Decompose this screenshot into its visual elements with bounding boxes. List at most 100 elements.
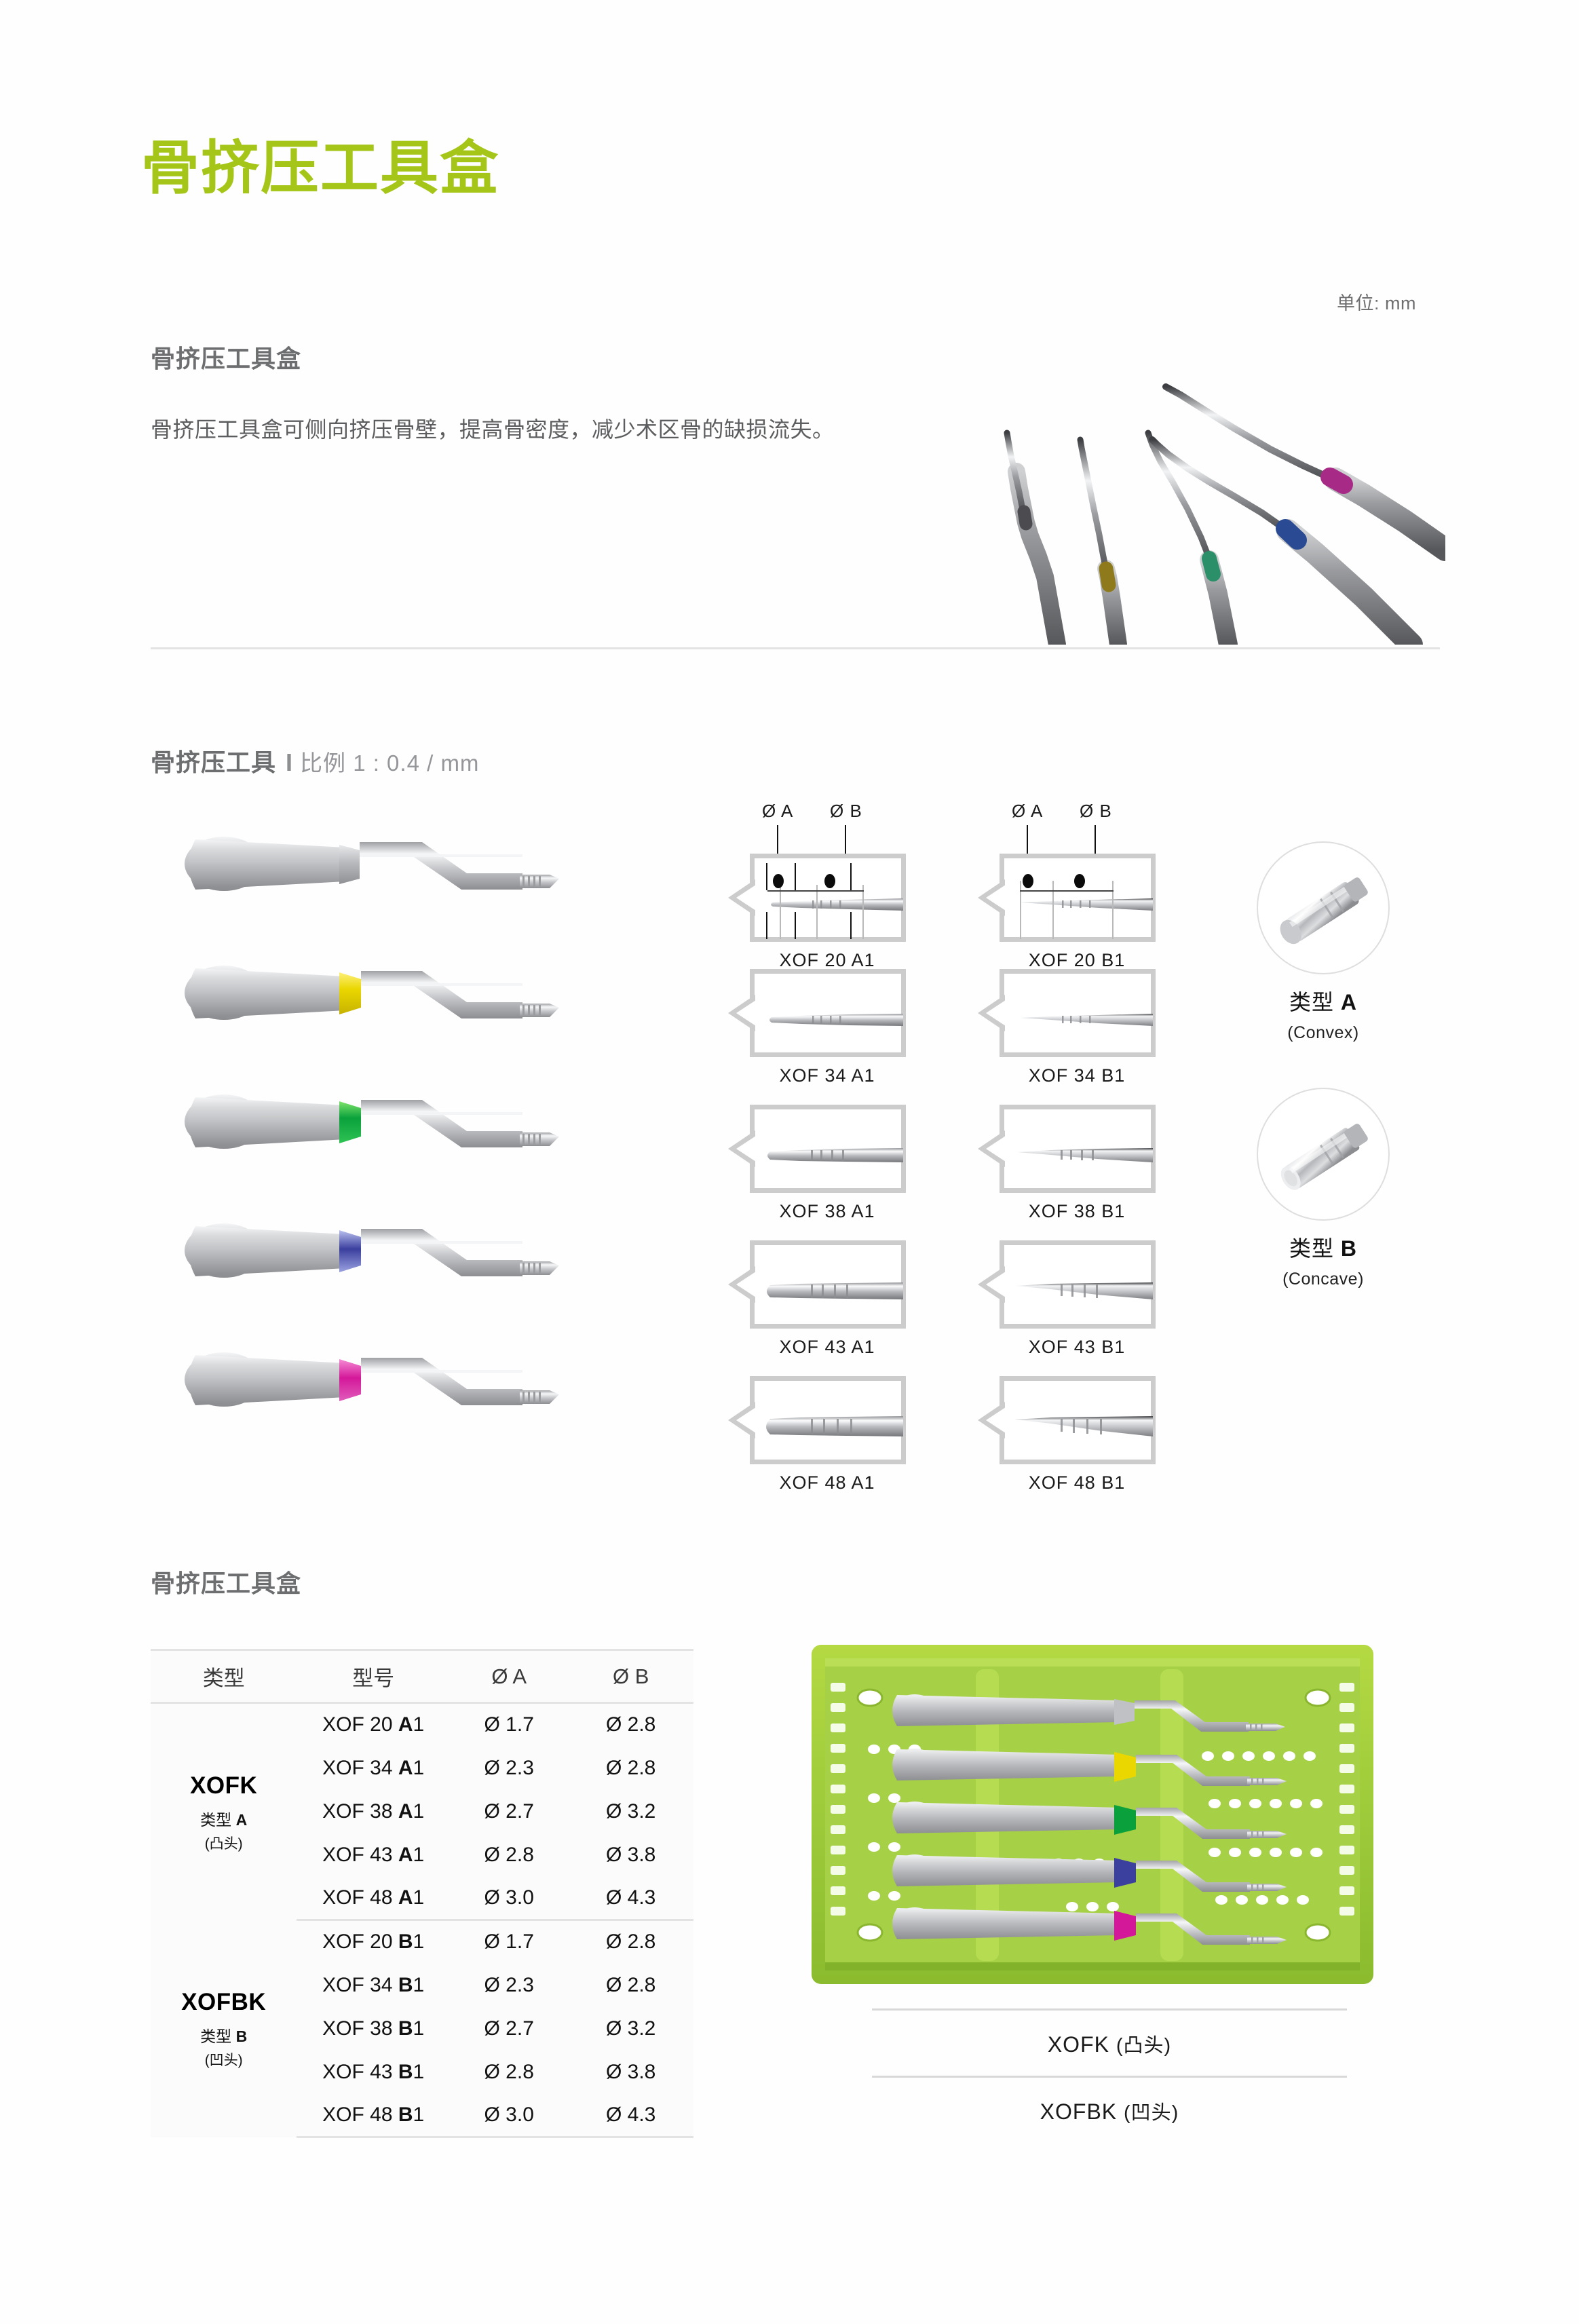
spec-table: 类型 型号 Ø A Ø B XOFK 类型 A (凸头) XOF 20 A1 Ø… [151,1649,693,2138]
cell-dia-a: Ø 2.8 [450,2050,569,2094]
cell-dia-b: Ø 2.8 [568,1963,693,2007]
diagram-label: XOF 48 B1 [1028,1472,1126,1493]
diagram-cell-a-3: XOF 43 A1 [728,1240,906,1358]
unit-label: 单位: mm [1337,293,1416,313]
th-model: 型号 [297,1649,451,1704]
cell-dia-b: Ø 3.8 [568,1833,693,1877]
tip-profile-a [771,898,903,911]
group-type-sub: (凸头) [204,1836,243,1852]
cell-dia-a: Ø 2.8 [450,1833,569,1877]
tip-callout-box [728,1240,906,1329]
type-a-letter: A [1340,990,1357,1014]
table-row: XOF 34 A1 Ø 2.3 Ø 2.8 [151,1746,693,1790]
group-type-cn: 类型 B [200,2027,248,2046]
kit-label-xofbk: XOFBK (凹头) [872,2078,1347,2143]
diagram-cell-a-1: XOF 34 A1 [728,969,906,1086]
kit-code: XOFK [1047,2032,1109,2057]
dia-a-label: Ø A [1012,801,1044,821]
kit-section-heading: 骨挤压工具盒 [151,1569,302,1597]
diagram-cell-a-0: Ø A Ø B [728,801,906,971]
cell-model: XOF 48 B1 [297,2093,451,2138]
dia-b-label: Ø B [1080,801,1112,821]
cell-dia-a: Ø 1.7 [450,1920,569,1964]
diagram-label: XOF 38 A1 [779,1201,875,1221]
type-b-en: (Concave) [1282,1270,1364,1289]
cell-dia-b: Ø 4.3 [568,1876,693,1921]
cell-dia-a: Ø 2.3 [450,1746,569,1790]
cell-model: XOF 48 A1 [297,1876,451,1921]
hero-instruments-photo [1004,383,1445,645]
tip-profile-a [767,1148,903,1162]
diagram-label: XOF 34 B1 [1028,1065,1126,1086]
tip-callout-box [978,969,1156,1057]
tip-profile-a [769,1014,903,1026]
cell-model: XOF 20 A1 [297,1702,451,1747]
kit-code-cn: (凹头) [1124,2102,1179,2124]
tools-heading-text: 骨挤压工具 [151,748,277,776]
instrument-stack [142,824,679,1469]
group-type-cn: 类型 A [200,1811,248,1829]
type-b-name: 类型 B [1221,1232,1425,1263]
cell-model: XOF 34 A1 [297,1746,451,1790]
th-type: 类型 [151,1649,297,1704]
diagram-cell-b-3: XOF 43 B1 [978,1240,1156,1358]
diagram-label: XOF 20 B1 [1028,950,1126,970]
type-legend: 类型 A (Convex) [1221,841,1425,1289]
kit-label-xofk: XOFK (凸头) [872,2011,1347,2076]
th-dia-a: Ø A [450,1649,569,1704]
intro-divider [151,647,1440,649]
diameter-callout-header-b: Ø A Ø B [979,801,1156,854]
intro-description: 骨挤压工具盒可侧向挤压骨壁，提高骨密度，减少术区骨的缺损流失。 [151,417,835,442]
cell-dia-b: Ø 3.2 [568,2006,693,2051]
kit-instrument-4 [892,1854,1287,1892]
table-row: XOF 43 A1 Ø 2.8 Ø 3.8 [151,1833,693,1877]
kit-code: XOFBK [1040,2099,1118,2124]
group-type-sub: (凹头) [204,2053,243,2069]
group-code: XOFBK [181,1989,267,2016]
type-a-illustration [1257,841,1390,974]
diagram-label: XOF 43 A1 [779,1337,875,1357]
table-row: XOFK 类型 A (凸头) XOF 20 A1 Ø 1.7 Ø 2.8 [151,1702,693,1920]
type-legend-a: 类型 A (Convex) [1221,841,1425,1043]
diagram-cell-a-2: XOF 38 A1 [728,1105,906,1222]
kit-label-divider-top [872,2008,1347,2011]
table-row: XOF 48 A1 Ø 3.0 Ø 4.3 [151,1876,693,1921]
spec-table-head: 类型 型号 Ø A Ø B [151,1649,693,1704]
tip-profile-b [1014,1416,1153,1436]
intro-heading: 骨挤压工具盒 [151,345,302,373]
instrument-4 [185,1223,559,1278]
group-cell-xofbk: XOFBK 类型 B (凹头) [151,1920,297,2137]
tip-diagram-grid: Ø A Ø B [728,801,1177,1520]
cell-dia-b: Ø 4.3 [568,2093,693,2138]
diagram-label: XOF 38 B1 [1028,1201,1126,1221]
instrument-3 [185,1094,559,1149]
type-a-en: (Convex) [1287,1023,1359,1042]
diagram-label: XOF 20 A1 [779,950,875,970]
group-cell-xofk: XOFK 类型 A (凸头) [151,1702,297,1920]
tip-callout-box [978,1105,1156,1193]
tip-callout-box [978,1376,1156,1464]
cell-model: XOF 20 B1 [297,1920,451,1964]
heading-separator: I [286,748,294,776]
table-header-row: 类型 型号 Ø A Ø B [151,1649,693,1704]
cell-dia-a: Ø 2.7 [450,1789,569,1833]
diagram-cell-b-4: XOF 48 B1 [978,1376,1156,1493]
diagram-cell-b-0: Ø A Ø B [978,801,1156,971]
cell-dia-a: Ø 3.0 [450,1876,569,1921]
kit-code-cn: (凸头) [1116,2035,1172,2057]
th-dia-b: Ø B [568,1649,693,1704]
tip-callout-box [728,969,906,1057]
instrument-2 [185,966,559,1020]
cell-dia-b: Ø 2.8 [568,1746,693,1790]
kit-label-divider-mid [872,2076,1347,2078]
tip-profile-b [1016,1282,1153,1299]
diagram-cell-b-1: XOF 34 B1 [978,969,1156,1086]
tip-callout-box [728,1376,906,1464]
kit-label-list: XOFK (凸头) XOFBK (凹头) [872,2008,1347,2143]
diagram-cell-b-2: XOF 38 B1 [978,1105,1156,1222]
table-row: XOF 38 B1 Ø 2.7 Ø 3.2 [151,2006,693,2051]
tip-profile-b [1020,898,1153,911]
tip-callout-box [728,854,906,942]
cell-model: XOF 43 A1 [297,1833,451,1877]
